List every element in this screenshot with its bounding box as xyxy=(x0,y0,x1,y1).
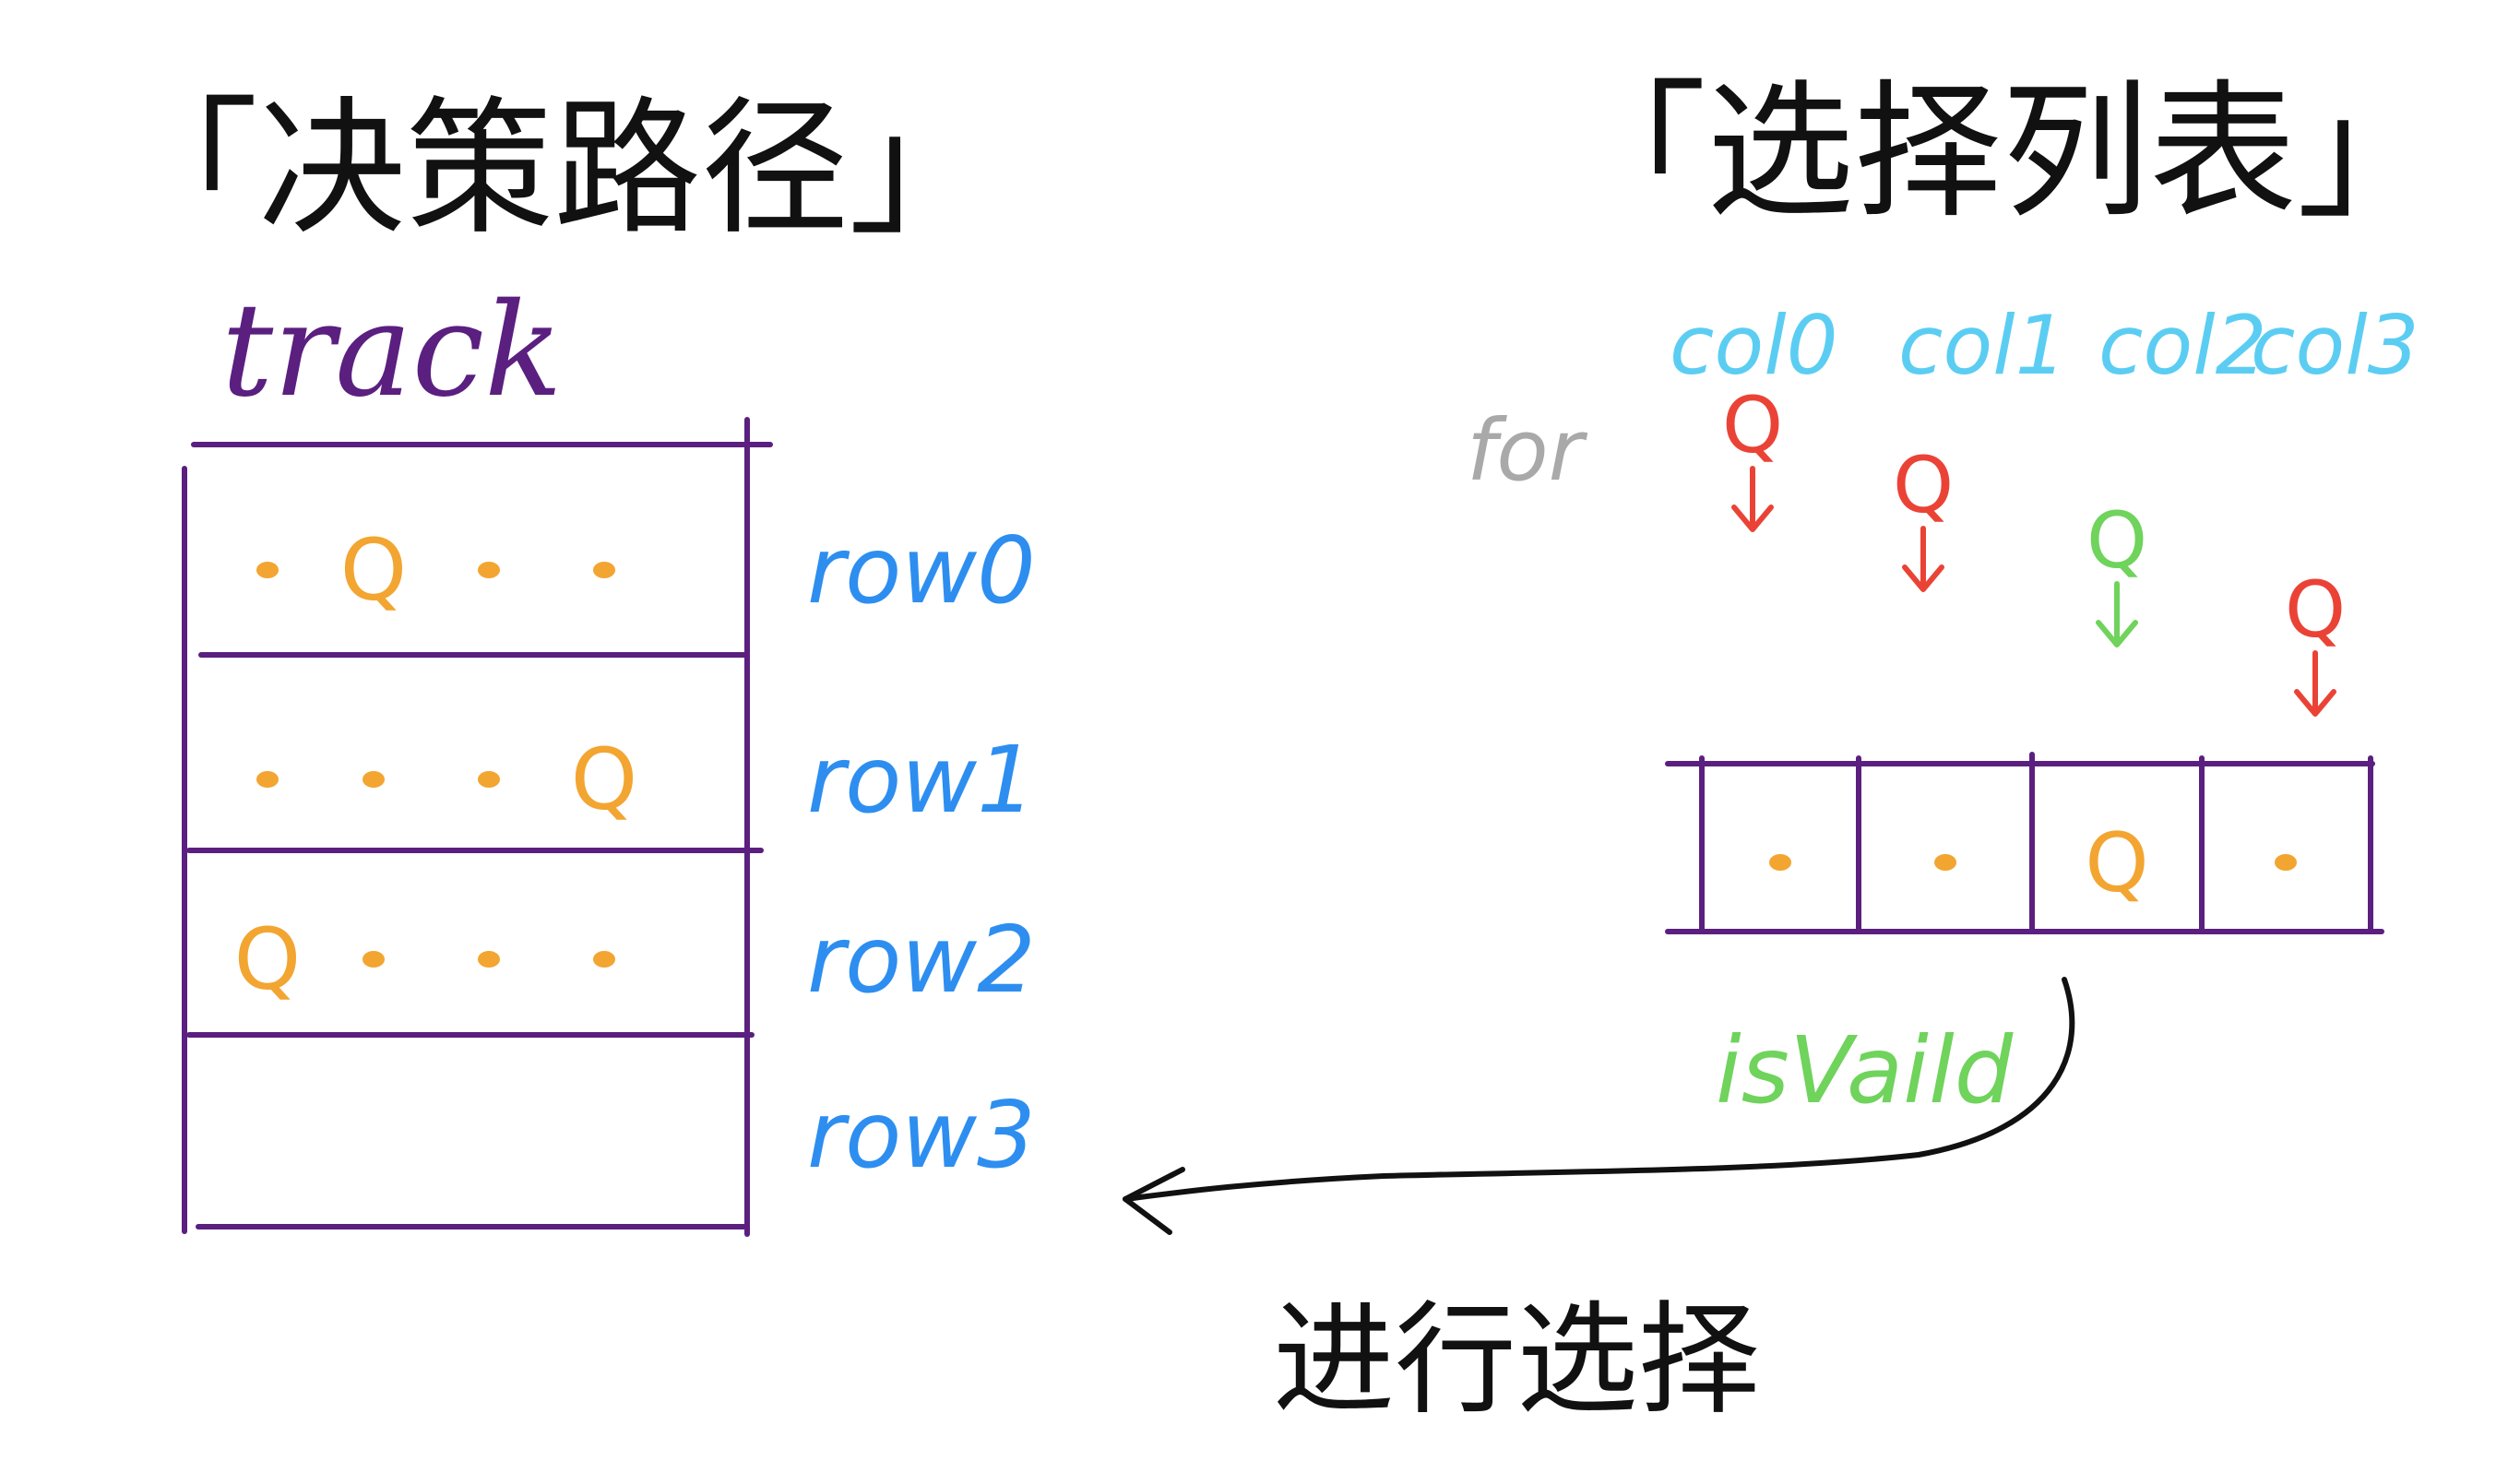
make-choice-label: 进行选择 xyxy=(1273,1289,1760,1431)
column-label: col3 xyxy=(2251,298,2419,393)
empty-cell-dot xyxy=(1934,854,1956,871)
down-arrow-head xyxy=(2096,620,2138,647)
empty-cell-dot xyxy=(1769,854,1791,871)
empty-cell-dot xyxy=(363,771,385,788)
empty-cell-dot xyxy=(593,951,615,968)
select-arrow-head xyxy=(1123,1167,1185,1235)
column-queen-marker: Q xyxy=(2285,564,2346,655)
queen-mark: Q xyxy=(340,521,407,620)
is-valid-label: isVaild xyxy=(1716,1016,2014,1124)
empty-cell-dot xyxy=(478,562,500,578)
choice-box xyxy=(1665,752,2384,934)
down-arrow-head xyxy=(1731,505,1774,532)
choice-box-cells: Q xyxy=(1769,815,2297,910)
for-label: for xyxy=(1467,401,1588,500)
select-arrow-line xyxy=(1123,977,2075,1202)
column-label: col1 xyxy=(1898,298,2067,393)
empty-cell-dot xyxy=(363,951,385,968)
row-label: row1 xyxy=(807,726,1036,834)
column-queen-marker: Q xyxy=(1722,380,1783,470)
empty-cell-dot xyxy=(2275,854,2297,871)
queen-mark: Q xyxy=(571,730,637,829)
column-markers: Q Q Q Q xyxy=(1722,380,2346,717)
decision-path-title: 「决策路径」 xyxy=(111,82,996,255)
queen-mark: Q xyxy=(234,910,301,1009)
row-label: row3 xyxy=(807,1081,1036,1189)
empty-cell-dot xyxy=(478,771,500,788)
down-arrow-head xyxy=(2294,689,2336,717)
column-queen-marker: Q xyxy=(1893,440,1954,530)
row-labels: row0 row1 row2 row3 xyxy=(807,517,1036,1189)
choice-list-title: 「选择列表」 xyxy=(1559,65,2444,238)
row-label: row2 xyxy=(807,906,1036,1014)
queen-mark: Q xyxy=(2085,815,2148,910)
track-label: track xyxy=(221,276,563,426)
empty-cell-dot xyxy=(256,771,279,788)
empty-cell-dot xyxy=(593,562,615,578)
row-label: row0 xyxy=(807,517,1036,624)
track-grid xyxy=(182,417,773,1237)
column-queen-marker: Q xyxy=(2086,495,2147,586)
down-arrow-head xyxy=(1902,564,1944,592)
empty-cell-dot xyxy=(256,562,279,578)
column-label: col0 xyxy=(1670,298,1838,393)
track-cells: Q Q Q xyxy=(234,521,637,1009)
column-label: col2 xyxy=(2098,298,2267,393)
empty-cell-dot xyxy=(478,951,500,968)
